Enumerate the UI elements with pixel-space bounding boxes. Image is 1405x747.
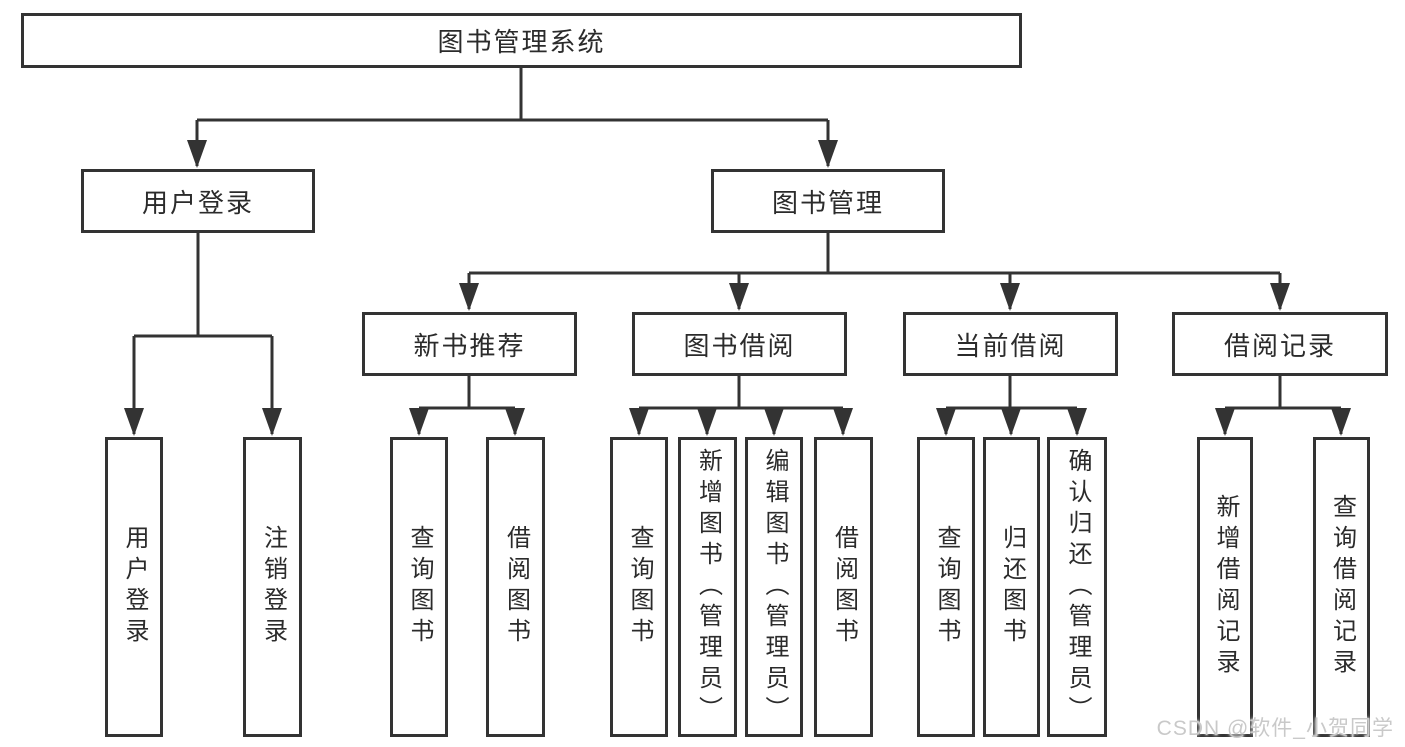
leaf-edit-books-admin: 编辑图书（管理员） — [745, 437, 803, 737]
leaf-query-books-recommend-label: 查询图书 — [406, 525, 433, 649]
node-current-borrow-label: 当前借阅 — [954, 330, 1067, 361]
node-book-management: 图书管理 — [711, 169, 945, 233]
node-current-borrow: 当前借阅 — [903, 312, 1118, 376]
node-book-borrow-label: 图书借阅 — [683, 330, 796, 361]
leaf-logout-login-label: 注销登录 — [259, 525, 287, 649]
leaf-add-borrow-record: 新增借阅记录 — [1197, 437, 1253, 737]
edges-current-borrow — [936, 376, 1087, 436]
leaf-return-books-label: 归还图书 — [998, 525, 1026, 649]
leaf-confirm-return-admin: 确认归还（管理员） — [1047, 437, 1107, 737]
node-root-system: 图书管理系统 — [21, 13, 1022, 68]
node-borrow-records-label: 借阅记录 — [1223, 330, 1336, 361]
node-new-book-recommend: 新书推荐 — [362, 312, 577, 376]
edges-root — [187, 68, 838, 168]
node-root-label: 图书管理系统 — [437, 27, 606, 57]
leaf-query-books-borrow-label: 查询图书 — [626, 525, 653, 649]
leaf-confirm-return-admin-label: 确认归还（管理员） — [1064, 447, 1091, 727]
leaf-query-books-recommend: 查询图书 — [390, 437, 448, 737]
leaf-query-borrow-record-label: 查询借阅记录 — [1328, 494, 1356, 680]
leaf-query-books-current-label: 查询图书 — [933, 525, 960, 649]
leaf-logout-login: 注销登录 — [243, 437, 302, 737]
leaf-borrow-books-label: 借阅图书 — [830, 525, 858, 649]
leaf-user-login-label: 用户登录 — [121, 525, 148, 649]
leaf-add-books-admin-label: 新增图书（管理员） — [694, 447, 722, 727]
edges-new-book-recommend — [409, 376, 525, 436]
leaf-add-borrow-record-label: 新增借阅记录 — [1212, 494, 1239, 680]
node-book-borrow: 图书借阅 — [632, 312, 847, 376]
leaf-add-books-admin: 新增图书（管理员） — [678, 437, 737, 737]
edges-book-management — [459, 233, 1290, 311]
leaf-query-books-borrow: 查询图书 — [610, 437, 668, 737]
edges-book-borrow — [629, 376, 853, 436]
leaf-borrow-books-recommend: 借阅图书 — [486, 437, 545, 737]
node-book-management-label: 图书管理 — [771, 187, 884, 218]
node-user-login-label: 用户登录 — [141, 187, 254, 218]
node-new-book-recommend-label: 新书推荐 — [413, 330, 526, 361]
leaf-borrow-books-recommend-label: 借阅图书 — [502, 525, 530, 649]
node-borrow-records: 借阅记录 — [1172, 312, 1388, 376]
leaf-query-books-current: 查询图书 — [917, 437, 975, 737]
leaf-user-login: 用户登录 — [105, 437, 163, 737]
node-user-login: 用户登录 — [81, 169, 315, 233]
csdn-watermark: CSDN @软件_小贺同学 — [1156, 717, 1394, 740]
leaf-edit-books-admin-label: 编辑图书（管理员） — [761, 447, 788, 727]
leaf-query-borrow-record: 查询借阅记录 — [1313, 437, 1370, 737]
edges-user-login — [124, 233, 282, 436]
leaf-return-books: 归还图书 — [983, 437, 1040, 737]
edges-borrow-records — [1215, 376, 1351, 436]
leaf-borrow-books: 借阅图书 — [814, 437, 873, 737]
